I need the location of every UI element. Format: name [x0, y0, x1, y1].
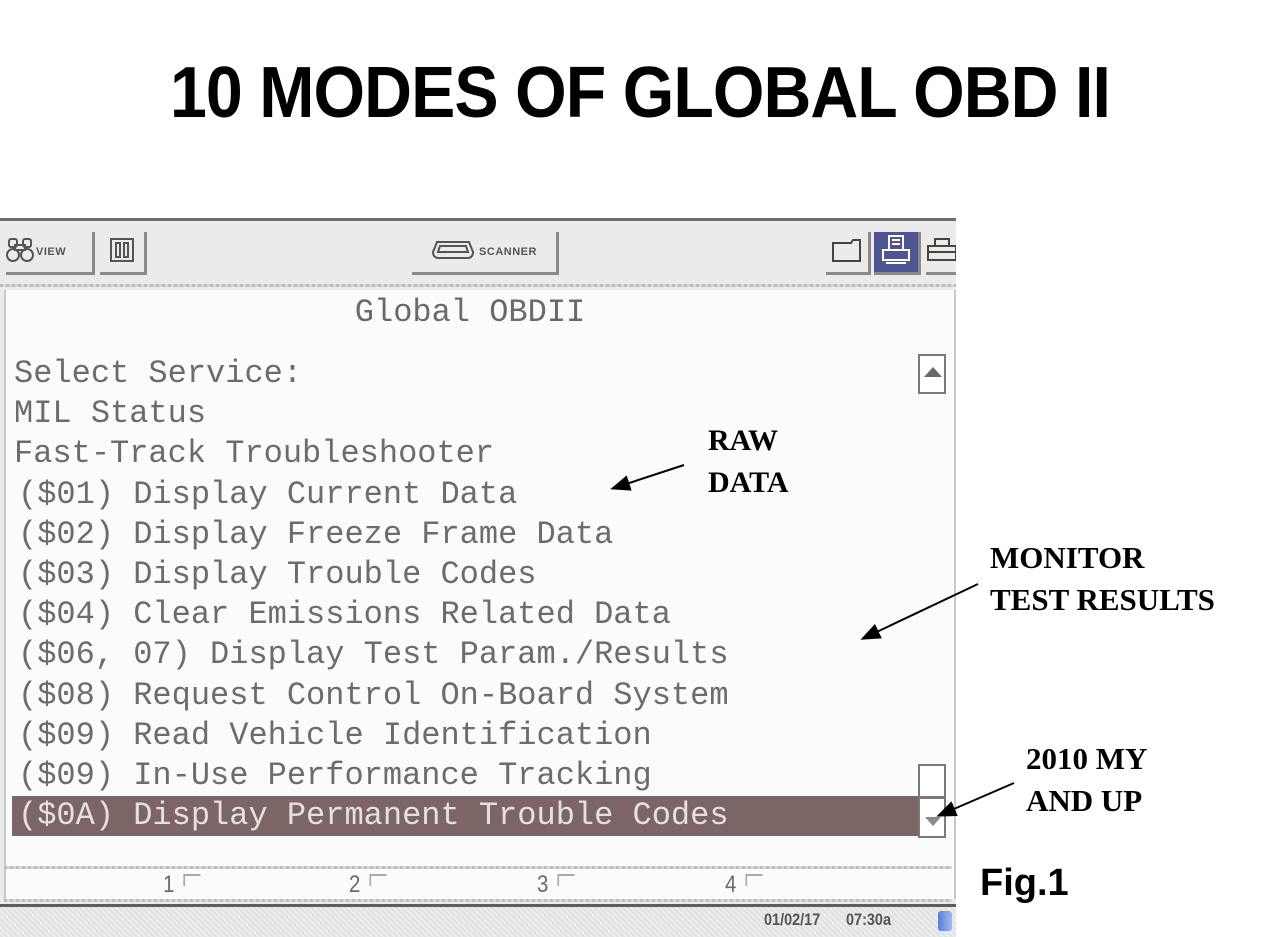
- toolbox-button[interactable]: [926, 232, 957, 275]
- menu-item-mode-03[interactable]: ($03) Display Trouble Codes: [18, 555, 537, 593]
- key-indicator-icon: [557, 874, 575, 886]
- pause-button[interactable]: [100, 232, 147, 275]
- screen-title-text: Global OBDII: [354, 294, 586, 331]
- view-button[interactable]: VIEW: [6, 232, 95, 275]
- scroll-down-button[interactable]: [918, 798, 946, 838]
- key-indicator-icon: [183, 874, 201, 886]
- menu-item-mode-0a-selected[interactable]: ($0A) Display Permanent Trouble Codes: [12, 796, 920, 837]
- menu-item-fast-track[interactable]: Fast-Track Troubleshooter: [14, 435, 495, 473]
- top-border: [0, 218, 956, 221]
- fkeys-divider: [4, 866, 952, 869]
- toolbox-icon: [926, 236, 957, 269]
- view-label: VIEW: [36, 246, 67, 258]
- print-button[interactable]: [874, 232, 921, 275]
- toolbar-divider: [0, 284, 956, 287]
- annotation-raw-data: RAW DATA: [708, 424, 789, 499]
- folder-button[interactable]: [826, 232, 871, 275]
- scroll-up-button[interactable]: [918, 354, 946, 394]
- key-indicator-icon: [745, 874, 763, 886]
- binoculars-icon: [6, 237, 36, 268]
- function-key-3-label: 3: [537, 871, 549, 898]
- battery-icon: [938, 911, 952, 931]
- menu-item-mode-02[interactable]: ($02) Display Freeze Frame Data: [18, 515, 614, 553]
- function-key-4[interactable]: 4: [725, 871, 763, 899]
- function-key-1-label: 1: [163, 871, 175, 898]
- annotation-monitor-test-results: MONITOR TEST RESULTS: [990, 540, 1215, 617]
- scanner-button[interactable]: SCANNER: [412, 232, 559, 275]
- function-key-1[interactable]: 1: [163, 871, 201, 899]
- service-menu: Select Service: MIL Status Fast-Track Tr…: [12, 354, 920, 837]
- menu-item-mode-09-iupt[interactable]: ($09) In-Use Performance Tracking: [18, 756, 652, 794]
- menu-item-mode-08[interactable]: ($08) Request Control On-Board System: [18, 676, 729, 714]
- screen-title: Global OBDII: [6, 294, 954, 331]
- function-keys-bar: 1 2 3 4: [4, 869, 956, 899]
- toolbar: VIEW SCANNER: [0, 222, 957, 284]
- menu-item-mode-06-07[interactable]: ($06, 07) Display Test Param./Results: [18, 636, 729, 674]
- scrollbar-thumb[interactable]: [918, 764, 946, 798]
- slide-title: 10 MODES OF GLOBAL OBD II: [169, 53, 1111, 133]
- function-key-4-label: 4: [725, 871, 737, 898]
- pause-icon: [109, 237, 135, 268]
- folder-icon: [831, 237, 863, 268]
- menu-item-mode-04[interactable]: ($04) Clear Emissions Related Data: [18, 596, 671, 634]
- scanner-connector-icon: [431, 240, 475, 265]
- status-bar: 01/02/17 07:30a: [0, 904, 956, 937]
- menu-item-mil-status[interactable]: MIL Status: [14, 395, 207, 433]
- menu-item-mode-01[interactable]: ($01) Display Current Data: [18, 475, 518, 513]
- function-key-3[interactable]: 3: [537, 871, 575, 899]
- function-key-2-label: 2: [349, 871, 361, 898]
- function-key-2[interactable]: 2: [349, 871, 387, 899]
- fkeys-bottom-divider: [4, 899, 952, 902]
- service-menu-panel: Global OBDII Select Service: MIL Status …: [4, 290, 956, 870]
- status-date: 01/02/17: [764, 910, 821, 929]
- scanner-screen: VIEW SCANNER: [0, 218, 957, 937]
- key-indicator-icon: [369, 874, 387, 886]
- select-service-prompt: Select Service:: [14, 355, 303, 392]
- status-time: 07:30a: [846, 910, 891, 929]
- scanner-label: SCANNER: [479, 246, 537, 258]
- annotation-2010-my: 2010 MY AND UP: [1026, 741, 1148, 818]
- figure-label: Fig.1: [980, 862, 1069, 904]
- menu-item-mode-09-vin[interactable]: ($09) Read Vehicle Identification: [18, 716, 652, 754]
- printer-icon: [880, 234, 912, 271]
